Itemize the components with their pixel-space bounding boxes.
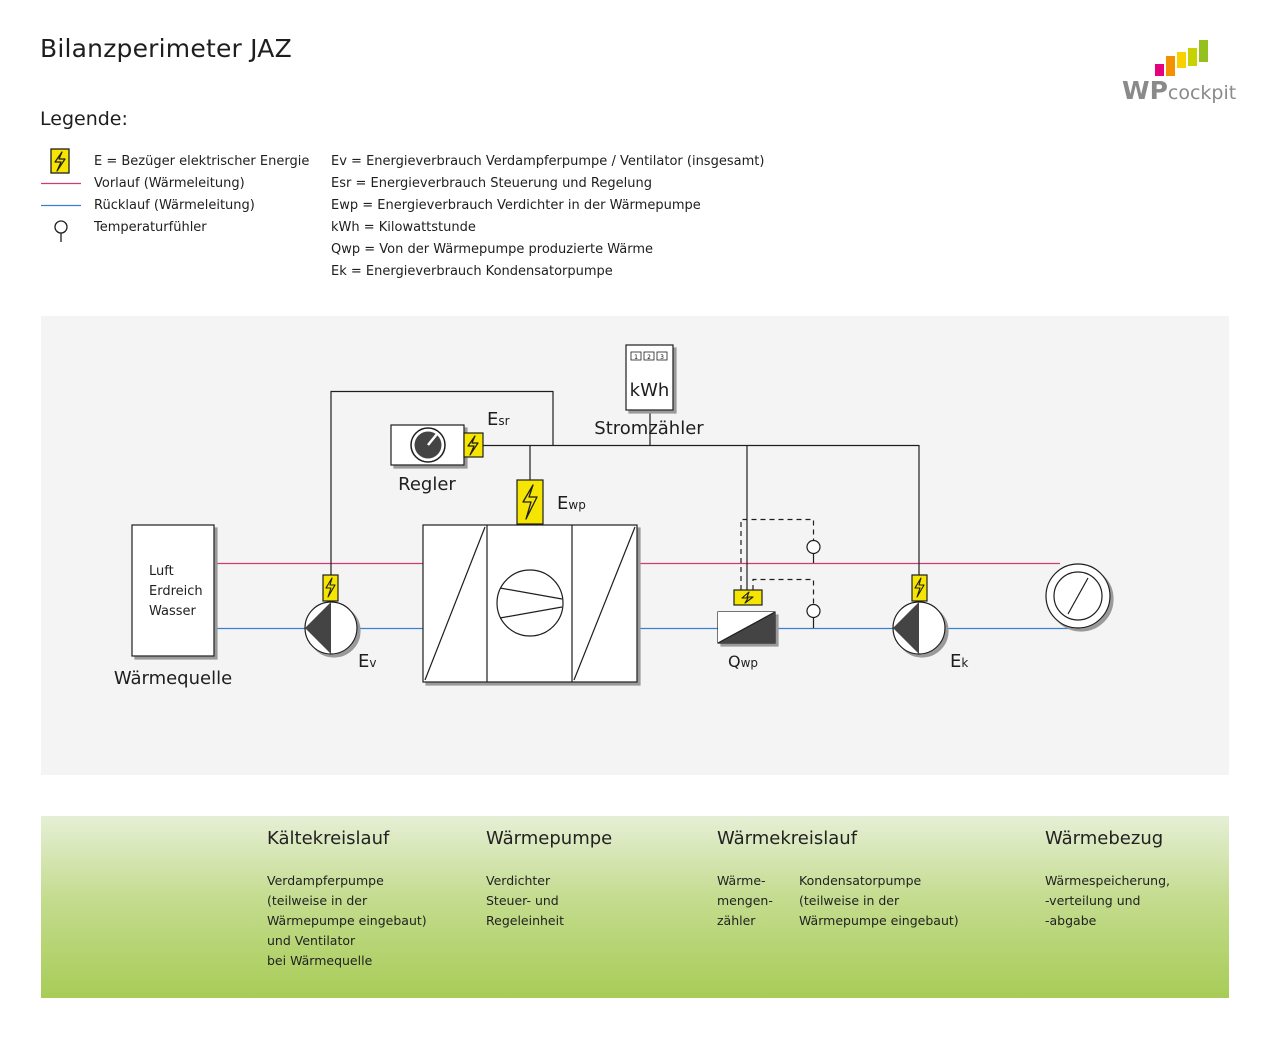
lightning-icon-ev bbox=[322, 574, 339, 602]
electricity-meter: 1 2 3 kWh bbox=[625, 344, 674, 411]
heat-consumer bbox=[1045, 563, 1111, 629]
label-ewp: Ewp bbox=[557, 493, 586, 514]
column-title-waermekreislauf: Wärmekreislauf bbox=[717, 828, 858, 849]
column-title-kaeltekreislauf: Kältekreislauf bbox=[267, 828, 390, 849]
lightning-icon-ewp bbox=[516, 479, 544, 525]
legend-def-ewp: Ewp = Energieverbrauch Verdichter in der… bbox=[331, 198, 701, 213]
column-text-kaeltekreislauf: Verdampferpumpe (teilweise in der Wärmep… bbox=[267, 873, 427, 968]
column-title-waermebezug: Wärmebezug bbox=[1045, 828, 1164, 849]
legend-def-kwh: kWh = Kilowattstunde bbox=[331, 220, 476, 235]
condenser-icon bbox=[573, 526, 636, 681]
compressor-icon bbox=[496, 569, 564, 637]
meter-digit-2: 2 bbox=[647, 354, 651, 361]
column-title-waermepumpe: Wärmepumpe bbox=[486, 828, 613, 849]
lightning-icon bbox=[50, 148, 70, 174]
legend-item-vorlauf: Vorlauf (Wärmeleitung) bbox=[94, 176, 245, 191]
bottom-panel bbox=[41, 816, 1229, 998]
lightning-icon-esr bbox=[463, 432, 484, 458]
meter-digit-1: 1 bbox=[634, 354, 638, 361]
label-ev: Ev bbox=[358, 651, 376, 672]
legend-def-ek: Ek = Energieverbrauch Kondensatorpumpe bbox=[331, 264, 613, 279]
temperature-sensor-icon bbox=[54, 220, 68, 242]
meter-display: kWh bbox=[630, 380, 670, 401]
legend-right: Ev = Energieverbrauch Verdampferpumpe / … bbox=[331, 154, 764, 284]
heat-source-label: Wärmequelle bbox=[114, 668, 232, 689]
source-line-erdreich: Erdreich bbox=[149, 584, 203, 599]
logo-cockpit: cockpit bbox=[1167, 82, 1237, 104]
control-wiring bbox=[330, 390, 920, 590]
column-text-kondensatorpumpe: Kondensatorpumpe (teilweise in der Wärme… bbox=[799, 873, 959, 928]
legend-item-energy: E = Bezüger elektrischer Energie bbox=[94, 154, 310, 169]
column-text-waermebezug: Wärmespeicherung, -verteilung und -abgab… bbox=[1045, 873, 1170, 928]
legend-heading: Legende: bbox=[40, 108, 128, 130]
legend-item-ruecklauf: Rücklauf (Wärmeleitung) bbox=[94, 198, 255, 213]
legend-item-sensor: Temperaturfühler bbox=[94, 220, 207, 235]
source-line-luft: Luft bbox=[149, 564, 174, 579]
condenser-pump bbox=[892, 601, 946, 655]
evaporator-icon bbox=[424, 526, 486, 681]
label-qwp: Qwp bbox=[728, 652, 758, 671]
lightning-icon-ek bbox=[911, 574, 928, 602]
label-esr: Esr bbox=[487, 409, 510, 430]
legend-def-ev: Ev = Energieverbrauch Verdampferpumpe / … bbox=[331, 154, 765, 169]
page-title: Bilanzperimeter JAZ bbox=[40, 34, 292, 63]
legend-def-qwp: Qwp = Von der Wärmepumpe produzierte Wär… bbox=[331, 242, 654, 257]
legend-def-esr: Esr = Energieverbrauch Steuerung und Reg… bbox=[331, 176, 652, 191]
evaporator-pump bbox=[304, 601, 358, 655]
heat-source-box bbox=[131, 524, 215, 657]
controller-label: Regler bbox=[398, 474, 456, 495]
column-text-waermemengenzaehler: Wärme- mengen- zähler bbox=[717, 873, 773, 928]
source-line-wasser: Wasser bbox=[149, 604, 197, 619]
label-ek: Ek bbox=[950, 651, 968, 672]
temperature-sensor-ruecklauf bbox=[806, 603, 821, 628]
temperature-sensor-vorlauf bbox=[806, 539, 821, 563]
meter-label: Stromzähler bbox=[594, 418, 704, 439]
controller-box bbox=[390, 424, 465, 466]
heat-pump-unit bbox=[422, 524, 638, 683]
column-text-waermepumpe: Verdichter Steuer- und Regeleinheit bbox=[486, 873, 564, 928]
wpcockpit-logo: WPcockpit bbox=[1120, 38, 1237, 108]
legend-left: E = Bezüger elektrischer Energie Vorlauf… bbox=[40, 148, 330, 248]
meter-digit-3: 3 bbox=[660, 354, 664, 361]
logo-wp: WP bbox=[1122, 76, 1168, 105]
sensor-dashed-lines bbox=[740, 518, 815, 604]
heat-meter bbox=[717, 611, 776, 644]
lightning-icon-qwp bbox=[733, 589, 763, 606]
